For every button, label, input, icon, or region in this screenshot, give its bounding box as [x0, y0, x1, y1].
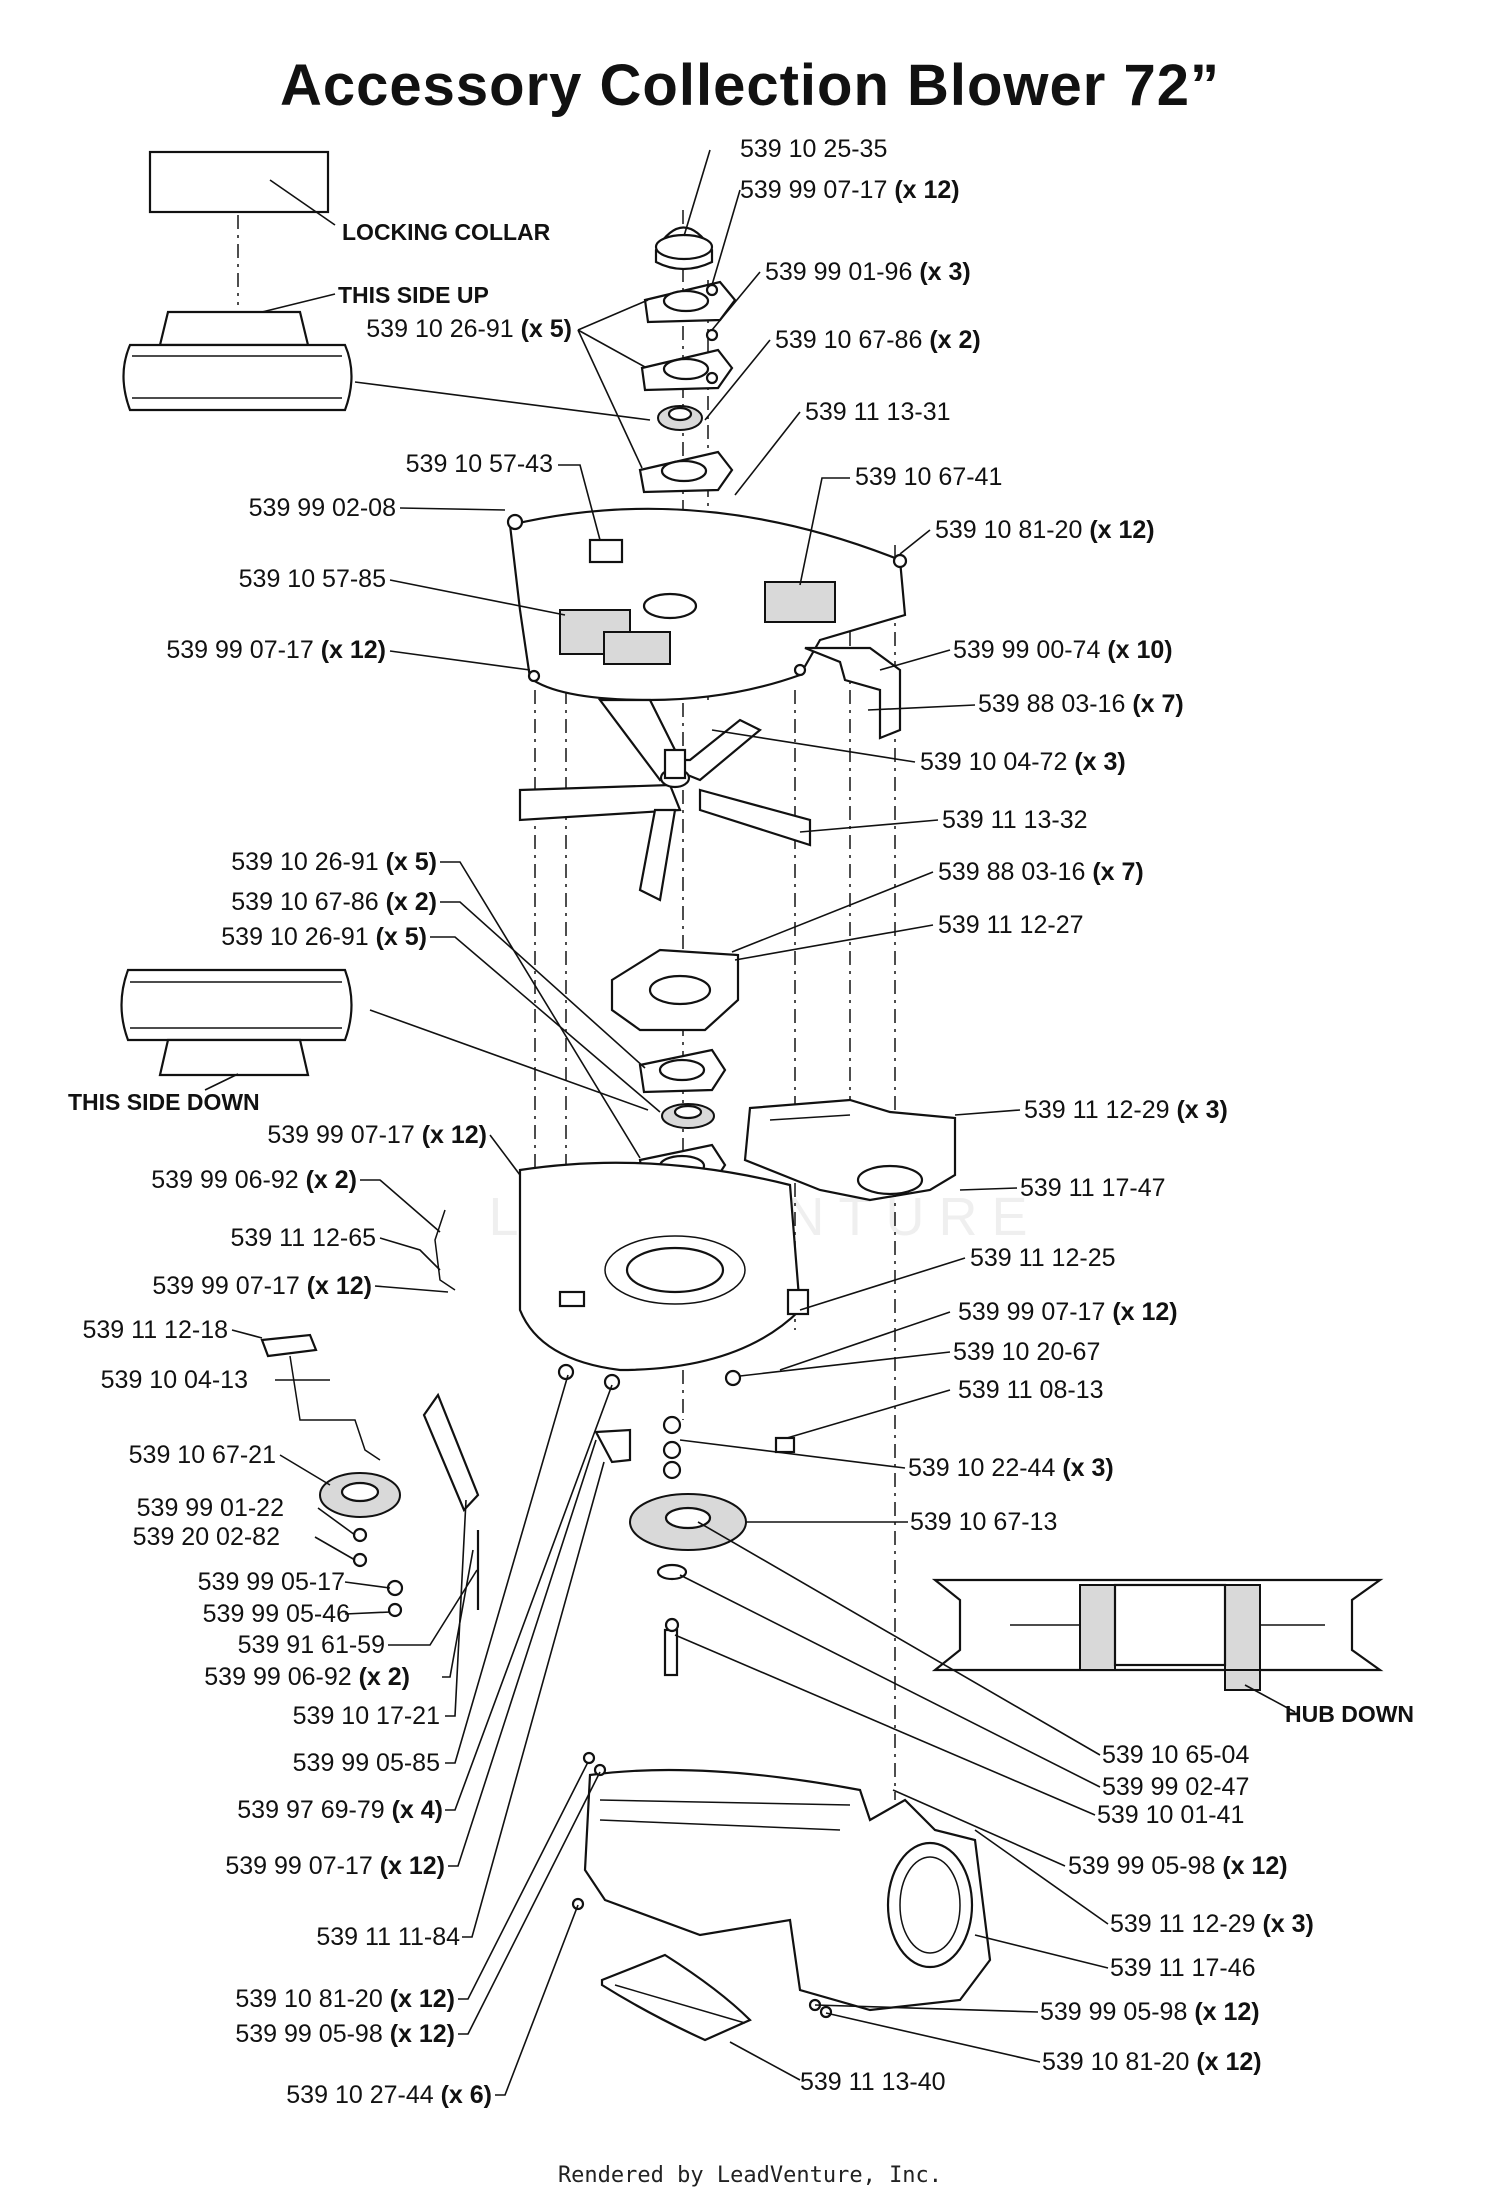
part-label: 539 99 06-92 (x 2) [151, 1166, 357, 1194]
part-label: 539 11 12-65 [231, 1224, 377, 1252]
part-label: 539 11 13-40 [800, 2068, 946, 2096]
part-label: 539 20 02-82 [133, 1523, 280, 1551]
part-label: 539 99 02-47 [1102, 1773, 1249, 1801]
part-label: 539 88 03-16 (x 7) [938, 858, 1144, 886]
part-label: 539 88 03-16 (x 7) [978, 690, 1184, 718]
note-labels: LOCKING COLLAR THIS SIDE UP THIS SIDE DO… [68, 219, 1414, 1727]
part-label: 539 99 05-17 [198, 1568, 345, 1596]
part-label: 539 10 01-41 [1097, 1801, 1244, 1829]
part-label: 539 99 07-17 (x 12) [166, 636, 386, 664]
part-label: 539 11 12-27 [938, 911, 1084, 939]
note-hub-down: HUB DOWN [1285, 1701, 1414, 1727]
part-label: 539 10 81-20 (x 12) [1042, 2048, 1262, 2076]
part-label: 539 99 07-17 (x 12) [152, 1272, 372, 1300]
part-label: 539 99 07-17 (x 12) [740, 176, 960, 204]
top-bearing-stack [638, 226, 737, 494]
part-label: 539 11 12-29 (x 3) [1024, 1096, 1228, 1124]
part-label: 539 99 05-85 [293, 1749, 440, 1777]
part-label: 539 10 04-72 (x 3) [920, 748, 1126, 776]
part-label: 539 10 57-85 [239, 565, 386, 593]
part-label: 539 11 11-84 [316, 1923, 460, 1951]
part-label: 539 99 01-96 (x 3) [765, 258, 971, 286]
collection-cover [743, 1098, 957, 1202]
bearing-side-view-up [122, 310, 353, 412]
part-labels: 539 10 25-35 539 99 07-17 (x 12) 539 99 … [83, 135, 1314, 2109]
impeller-fan [518, 698, 812, 902]
note-this-side-up: THIS SIDE UP [338, 282, 489, 308]
part-label: 539 10 27-44 (x 6) [286, 2081, 492, 2109]
part-label: 539 11 17-46 [1110, 1954, 1256, 1982]
part-label: 539 97 69-79 (x 4) [237, 1796, 443, 1824]
bearing-side-view-down [120, 968, 353, 1077]
main-housing-bowl [518, 1161, 810, 1391]
part-label: 539 11 12-29 (x 3) [1110, 1910, 1314, 1938]
part-label: 539 99 05-98 (x 12) [1068, 1852, 1288, 1880]
part-label: 539 99 05-46 [203, 1600, 350, 1628]
diagram-title: Accessory Collection Blower 72” [280, 53, 1220, 118]
lower-bearing-stack [610, 948, 740, 1189]
part-label: 539 10 67-86 (x 2) [231, 888, 437, 916]
part-label: 539 11 12-18 [83, 1316, 229, 1344]
top-housing-plate [506, 507, 908, 740]
part-label: 539 10 04-13 [101, 1366, 248, 1394]
part-label: 539 10 65-04 [1102, 1741, 1249, 1769]
locking-collar-part [148, 150, 330, 214]
part-label: 539 10 26-91 (x 5) [366, 315, 572, 343]
part-label: 539 10 17-21 [293, 1702, 440, 1730]
part-label: 539 99 01-22 [137, 1494, 284, 1522]
part-label: 539 10 67-13 [910, 1508, 1057, 1536]
part-label: 539 10 26-91 (x 5) [231, 848, 437, 876]
bottom-chute-housing [571, 1751, 992, 2019]
part-label: 539 99 00-74 (x 10) [953, 636, 1173, 664]
part-label: 539 11 08-13 [958, 1376, 1104, 1404]
part-label: 539 11 13-32 [942, 806, 1088, 834]
part-label: 539 99 05-98 (x 12) [1040, 1998, 1260, 2026]
part-label: 539 10 20-67 [953, 1338, 1100, 1366]
part-label: 539 10 57-43 [406, 450, 553, 478]
part-label: 539 10 26-91 (x 5) [221, 923, 427, 951]
pulley-cross-section [931, 1578, 1384, 1691]
part-label: 539 11 12-25 [970, 1244, 1116, 1272]
part-label: 539 99 05-98 (x 12) [235, 2020, 455, 2048]
leader-lines [204, 149, 1296, 2096]
part-label: 539 99 07-17 (x 12) [225, 1852, 445, 1880]
part-label: 539 10 67-41 [855, 463, 1002, 491]
part-label: 539 10 22-44 (x 3) [908, 1454, 1114, 1482]
note-this-side-down: THIS SIDE DOWN [68, 1089, 260, 1115]
part-label: 539 10 67-21 [129, 1441, 276, 1469]
chute-deflector [600, 1953, 752, 2042]
part-label: 539 99 07-17 (x 12) [958, 1298, 1178, 1326]
part-label: 539 99 06-92 (x 2) [204, 1663, 410, 1691]
part-label: 539 11 17-47 [1020, 1174, 1166, 1202]
footer-credit: Rendered by LeadVenture, Inc. [557, 2163, 943, 2188]
part-label: 539 10 67-86 (x 2) [775, 326, 981, 354]
part-label: 539 10 25-35 [740, 135, 887, 163]
part-label: 539 10 81-20 (x 12) [935, 516, 1155, 544]
part-label: 539 11 13-31 [805, 398, 951, 426]
note-locking-collar: LOCKING COLLAR [342, 219, 551, 245]
drive-linkage [260, 1209, 796, 1677]
part-label: 539 91 61-59 [238, 1631, 385, 1659]
part-label: 539 10 81-20 (x 12) [235, 1985, 455, 2013]
part-label: 539 99 02-08 [249, 494, 396, 522]
part-label: 539 99 07-17 (x 12) [267, 1121, 487, 1149]
